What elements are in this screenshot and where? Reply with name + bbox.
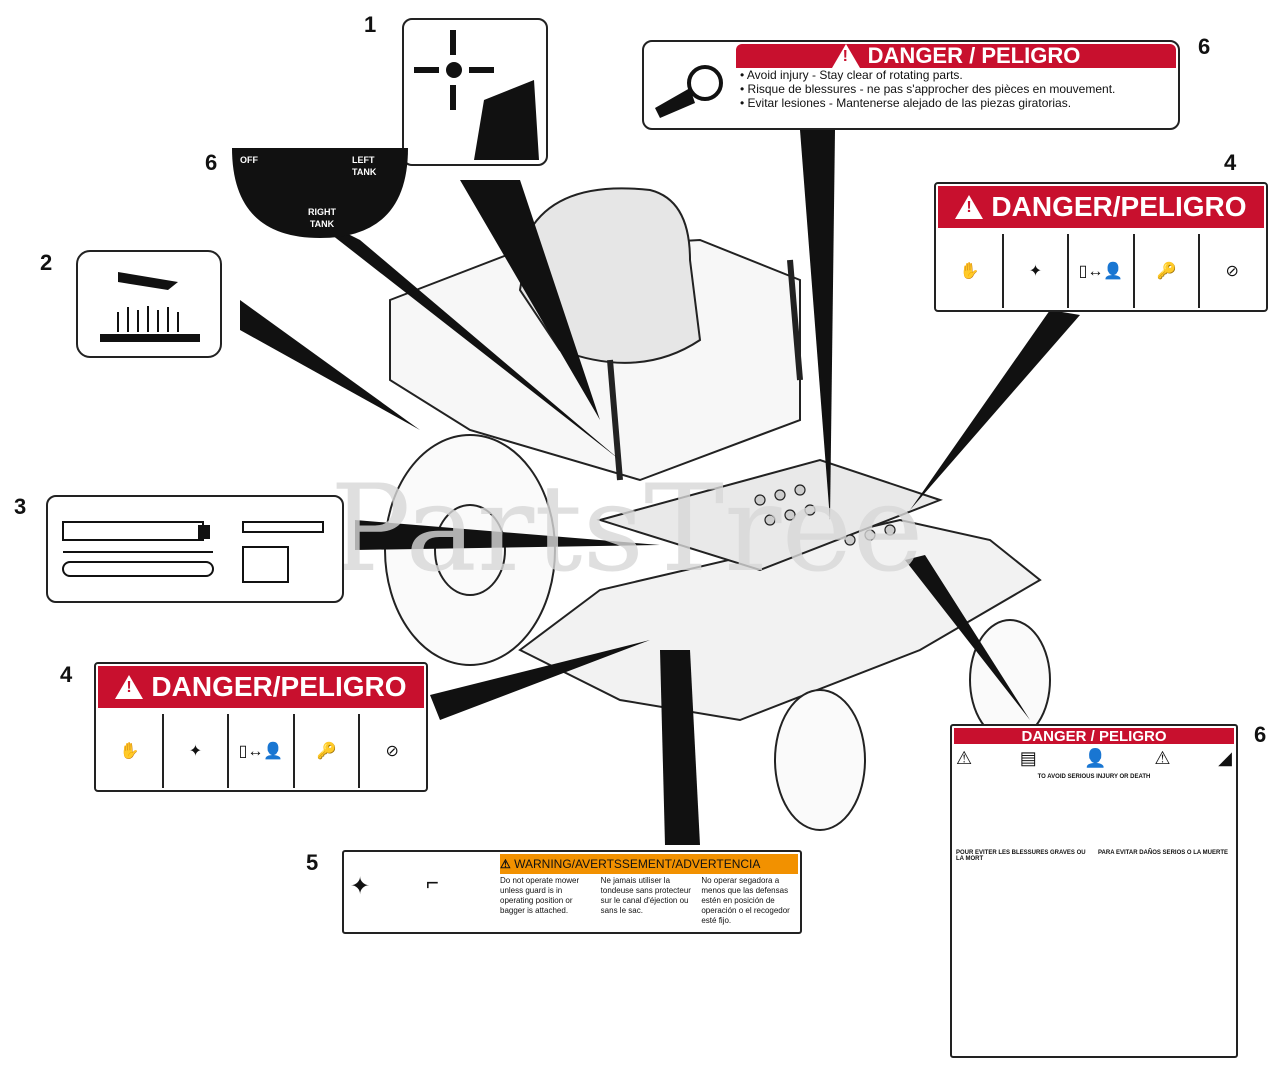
warning-text-fr: Ne jamais utiliser la tondeuse sans prot… xyxy=(600,876,691,915)
decal-blade-hazard xyxy=(402,18,548,166)
decal-warning-guard: ✦ ⌐ ⚠ WARNING/AVERTSSEMENT/ADVERTENCIA D… xyxy=(342,850,802,934)
warning-icon: ⚠ xyxy=(500,857,511,871)
rotating-parts-icon xyxy=(655,65,723,118)
mower-deck xyxy=(518,518,1042,722)
selector-off-label: OFF xyxy=(240,155,258,165)
decal-danger-left: DANGER/PELIGRO ✋ ✦ ▯↔👤 🔑 ⊘ xyxy=(94,662,428,792)
callout-2: 2 xyxy=(40,250,53,275)
front-caster-right xyxy=(969,619,1051,741)
callout-4-left: 4 xyxy=(60,662,73,687)
callout-5: 5 xyxy=(306,850,319,875)
callout-1: 1 xyxy=(364,12,377,37)
manual-icon: ▤ xyxy=(1019,748,1037,768)
slope-icon: ◢ xyxy=(1218,748,1232,768)
selector-right-label: RIGHT TANK xyxy=(308,207,336,229)
thrown-object-icon: ✦ xyxy=(164,714,230,788)
callout-6-large: 6 xyxy=(1254,722,1267,747)
danger-header: DANGER / PELIGRO xyxy=(736,43,1176,68)
section-es-heading: PARA EVITAR DAÑOS SERIOS O LA MUERTE xyxy=(1098,850,1229,856)
rollover-icon: ⚠ xyxy=(1154,748,1171,768)
decal-rotating-parts: DANGER / PELIGRO • Avoid injury - Stay c… xyxy=(642,40,1180,130)
thrown-object-icon: ✦ xyxy=(1004,234,1070,308)
safety-line-es: • Evitar lesiones - Mantenerse alejado d… xyxy=(740,96,1072,110)
callout-3: 3 xyxy=(14,494,27,519)
parking-brake-icon xyxy=(62,521,324,583)
section-fr-heading: POUR EVITER LES BLESSURES GRAVES OU LA M… xyxy=(956,850,1086,862)
rear-wheel xyxy=(384,434,556,666)
bystander-icon: 👤 xyxy=(1084,748,1107,768)
hand-crush-icon: ✋ xyxy=(98,714,164,788)
danger-header: DANGER / PELIGRO xyxy=(954,728,1234,745)
keep-distance-icon: ▯↔👤 xyxy=(1069,234,1135,308)
hot-surface-icon xyxy=(100,272,200,342)
hand-crush-icon: ✋ xyxy=(938,234,1004,308)
callout-6-dial: 6 xyxy=(205,150,218,175)
warning-triangle-icon xyxy=(831,44,860,68)
warning-text-es: No operar segadora a menos que las defen… xyxy=(701,876,790,925)
warning-header: ⚠ WARNING/AVERTSSEMENT/ADVERTENCIA xyxy=(500,854,798,874)
decal-fuel-selector: OFF LEFT TANK RIGHT TANK xyxy=(232,148,408,238)
selector-left-label: LEFT TANK xyxy=(352,155,377,177)
instructions-subheader: TO AVOID SERIOUS INJURY OR DEATH xyxy=(1037,774,1151,780)
callout-4-right: 4 xyxy=(1224,150,1237,175)
no-feet-icon: ⊘ xyxy=(1225,263,1239,280)
guard-position-icon: ⌐ xyxy=(426,870,439,895)
safety-line-en: • Avoid injury - Stay clear of rotating … xyxy=(740,68,963,82)
keep-distance-icon: ▯↔👤 xyxy=(229,714,295,788)
warning-text-en: Do not operate mower unless guard is in … xyxy=(500,876,580,915)
watermark: PartsTree xyxy=(330,460,924,599)
no-feet-icon: ⊘ xyxy=(385,743,399,760)
decal-safety-instructions: DANGER / PELIGRO ⚠ ▤ 👤 ⚠ ◢ TO AVOID SERI… xyxy=(950,724,1238,1058)
warning-icon: ⚠ xyxy=(956,748,973,768)
decal-hot-surface xyxy=(76,250,222,358)
warning-triangle-icon xyxy=(955,195,984,219)
blade-hazard-icon xyxy=(414,30,539,160)
safety-line-fr: • Risque de blessures - ne pas s'approch… xyxy=(740,82,1116,96)
decal-danger-right: DANGER/PELIGRO ✋ ✦ ▯↔👤 🔑 ⊘ xyxy=(934,182,1268,312)
front-caster-left xyxy=(774,689,866,831)
thrown-object-icon: ✦ xyxy=(350,873,371,900)
decal-parking-brake xyxy=(46,495,344,603)
danger-header: DANGER/PELIGRO xyxy=(938,186,1264,228)
danger-header: DANGER/PELIGRO xyxy=(98,666,424,708)
remove-key-icon: 🔑 xyxy=(295,714,361,788)
callout-6-top: 6 xyxy=(1198,34,1211,59)
remove-key-icon: 🔑 xyxy=(1135,234,1201,308)
warning-triangle-icon xyxy=(115,675,144,699)
